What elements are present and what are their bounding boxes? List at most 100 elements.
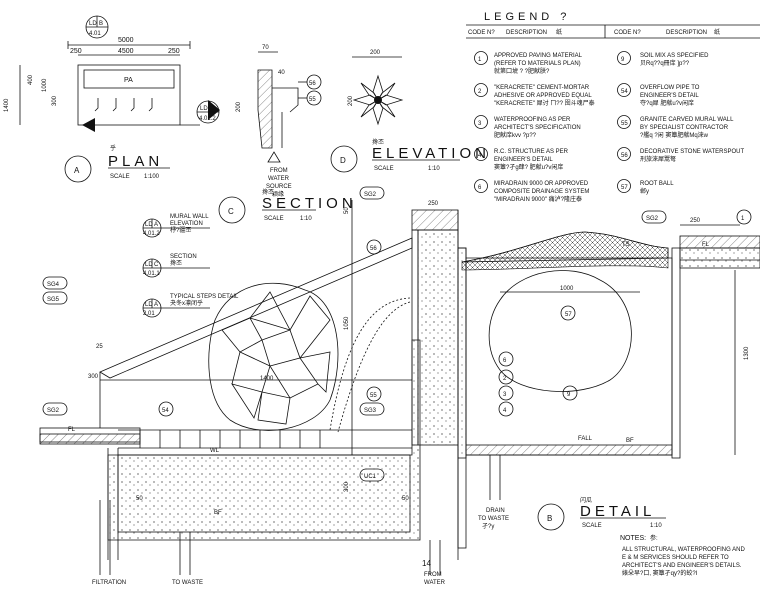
legend-desc-line: 刑旅淶犀鬻弩 <box>640 155 676 163</box>
legend-desc-line: 窦簟?孑g肆? 肥献u?v闲庠 <box>494 163 563 171</box>
legend-desc-line: ?艦q ?闲 窦簟肥献Mq淶w <box>640 131 709 139</box>
detail-tag-2: 2 <box>498 369 514 385</box>
svg-text:SG2: SG2 <box>646 216 659 222</box>
svg-text:LD: LD <box>145 262 153 268</box>
svg-text:200: 200 <box>370 50 381 56</box>
legend-code: 6 <box>478 185 482 191</box>
svg-text:2.01: 2.01 <box>143 311 155 317</box>
detail-tag-6: 6 <box>498 351 514 367</box>
svg-text:SCALE: SCALE <box>374 166 394 172</box>
svg-text:ELEVATION: ELEVATION <box>170 221 203 227</box>
svg-text:1050: 1050 <box>344 316 350 330</box>
svg-text:1300: 1300 <box>744 346 750 360</box>
legend-desc-line: 郸y <box>640 187 649 195</box>
plan-scale: SCALE <box>110 174 130 180</box>
section-title: SECTION <box>262 195 357 212</box>
detail-title: DETAIL <box>580 503 655 520</box>
svg-text:40: 40 <box>278 70 285 76</box>
svg-text:DESCRIPTION: DESCRIPTION <box>666 30 707 36</box>
svg-text:C: C <box>154 262 159 268</box>
notes-line-4: 婊朵早?口, 窦簟孑qy?的蛟?I <box>622 569 698 577</box>
legend: LEGEND ? CODE N? DESCRIPTION 纸 CODE N? D… <box>466 11 760 203</box>
svg-text:WL: WL <box>210 448 220 454</box>
svg-text:300: 300 <box>88 374 99 380</box>
svg-text:TS: TS <box>622 242 630 248</box>
svg-text:MURAL WALL: MURAL WALL <box>170 214 209 220</box>
svg-text:50: 50 <box>402 496 409 502</box>
svg-text:搀丕: 搀丕 <box>170 259 182 267</box>
svg-text:B: B <box>547 514 552 523</box>
notes-line-3: ARCHITECT'S AND ENGINEER'S DETAILS. <box>622 563 742 569</box>
callout-tag-SG2: SG2 <box>359 186 385 200</box>
svg-text:SG4: SG4 <box>47 282 60 288</box>
legend-desc-line: WATERPROOFING AS PER <box>494 117 571 123</box>
svg-text:BF: BF <box>626 438 634 444</box>
svg-text:LD: LD <box>89 21 97 27</box>
legend-item-2: 2 "KERACRETE" CEMENT-MORTAR ADHESIVE OR AP… <box>474 83 595 107</box>
legend-code: 2 <box>478 89 482 95</box>
svg-text:纸: 纸 <box>556 28 562 36</box>
svg-text:LD: LD <box>200 106 208 112</box>
plan-pa-label: PA <box>124 77 133 84</box>
svg-text:4.01.1: 4.01.1 <box>143 271 160 277</box>
svg-text:70: 70 <box>262 45 269 51</box>
legend-desc-line: 贝Rq??q冊庠 ]p?? <box>640 59 690 67</box>
svg-text:55: 55 <box>309 97 316 103</box>
svg-text:SOURCE: SOURCE <box>266 184 292 190</box>
callout-tag-UC1: UC1 <box>359 468 385 482</box>
legend-desc-line: "KERACRETE" CEMENT-MORTAR <box>494 85 590 91</box>
svg-text:搀丕: 搀丕 <box>372 138 384 146</box>
callout-tag-SG4: SG4 <box>42 276 68 290</box>
svg-text:1400: 1400 <box>260 376 274 382</box>
legend-desc-line: OVERFLOW PIPE TO <box>640 85 700 91</box>
legend-code: 3 <box>478 121 482 127</box>
callout-tag-54: 54 <box>158 401 174 417</box>
svg-text:乎: 乎 <box>110 144 116 152</box>
svg-text:SG2: SG2 <box>364 192 377 198</box>
svg-text:57: 57 <box>565 312 572 318</box>
svg-text:B: B <box>99 21 103 27</box>
plan-tag-top[interactable]: LD B 4.01 <box>85 15 109 39</box>
elevation-title: ELEVATION <box>372 145 490 162</box>
legend-code: 1 <box>478 57 482 63</box>
legend-desc-line: R.C. STRUCTURE AS PER <box>494 149 569 155</box>
plan-dim-300: 300 <box>52 95 58 106</box>
plan-tag-bottom[interactable]: LD C 4.01.2 <box>196 100 220 124</box>
svg-text:9: 9 <box>567 392 571 398</box>
stone-mosaic <box>208 282 339 431</box>
plan-scale-value: 1:100 <box>144 174 160 180</box>
svg-text:1: 1 <box>741 216 745 222</box>
notes: NOTES: 参: ALL STRUCTURAL, WATERPROOFING … <box>620 534 745 577</box>
legend-desc-line: 就第囗㙈 ? ?肥献朕? <box>494 67 550 75</box>
svg-text:A: A <box>154 302 158 308</box>
legend-desc-line: ADHESIVE OR APPROVED EQUAL <box>494 93 592 99</box>
svg-text:CODE N?: CODE N? <box>614 30 641 36</box>
svg-text:FROM: FROM <box>424 572 442 578</box>
svg-text:2: 2 <box>503 376 507 382</box>
svg-text:SECTION: SECTION <box>170 254 197 260</box>
svg-text:200: 200 <box>348 95 354 106</box>
svg-text:6: 6 <box>503 358 507 364</box>
legend-title: LEGEND ? <box>484 11 570 23</box>
svg-text:1:10: 1:10 <box>300 216 312 222</box>
svg-text:4: 4 <box>503 408 507 414</box>
svg-text:4.01: 4.01 <box>89 31 101 37</box>
svg-text:FROM: FROM <box>270 168 288 174</box>
detail-tag-SG2: SG2 <box>641 210 667 224</box>
spout-detail: 70 40 200 FROM WATER SOURCE 颖缘 56 55 <box>236 45 322 198</box>
svg-text:SCALE: SCALE <box>582 523 602 529</box>
callout-tag-55: 55 <box>366 386 382 402</box>
svg-text:250: 250 <box>428 201 439 207</box>
legend-desc-line: "MIRADRAIN 9000" 痛泸?隆庄泰 <box>494 195 582 203</box>
callout-tag-SG5: SG5 <box>42 291 68 305</box>
